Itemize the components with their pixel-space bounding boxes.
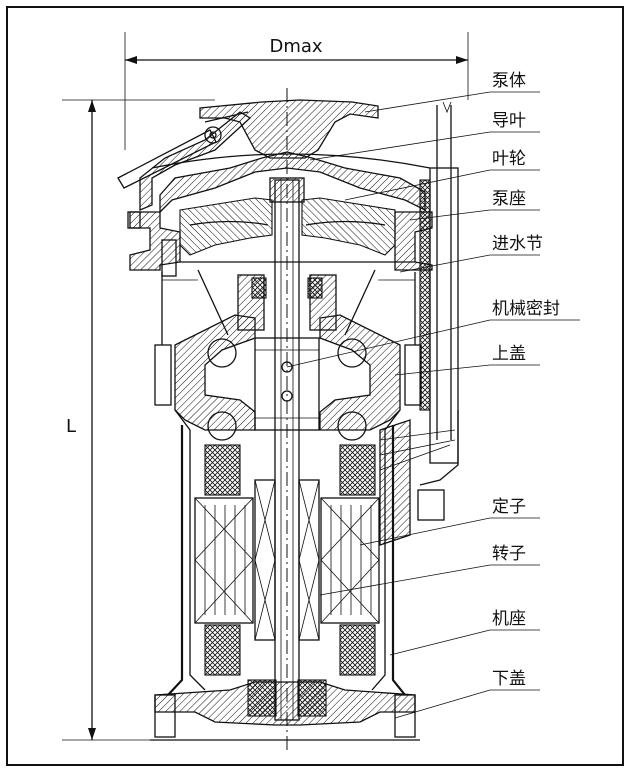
shaft-part xyxy=(274,179,300,721)
cable-conduit-part xyxy=(379,101,459,546)
label-guide-vane: 导叶 xyxy=(492,111,526,131)
upper-cover-part xyxy=(154,314,422,441)
motor-housing-part xyxy=(167,409,406,696)
pump-body-part xyxy=(117,99,379,211)
label-inlet-section: 进水节 xyxy=(492,234,543,254)
l-label: L xyxy=(66,416,76,437)
label-lower-cover: 下盖 xyxy=(492,669,526,689)
label-motor-housing: 机座 xyxy=(492,609,526,629)
label-pump-body: 泵体 xyxy=(492,71,526,91)
label-stator: 定子 xyxy=(492,497,526,517)
label-impeller: 叶轮 xyxy=(492,149,526,169)
dmax-label: Dmax xyxy=(269,36,322,57)
leader-lines xyxy=(286,91,580,719)
label-pump-seat: 泵座 xyxy=(492,189,526,209)
rotor-part xyxy=(254,479,320,641)
dmax-dimension: Dmax xyxy=(124,32,469,150)
label-rotor: 转子 xyxy=(492,544,526,564)
label-mechanical-seal: 机械密封 xyxy=(492,299,560,319)
part-labels: 泵体 导叶 叶轮 泵座 进水节 机械密封 上盖 定子 转子 机座 下盖 xyxy=(492,71,560,689)
label-upper-cover: 上盖 xyxy=(492,344,526,364)
lower-cover-part xyxy=(150,679,420,741)
stator-part xyxy=(194,444,380,676)
impeller-part xyxy=(179,177,396,256)
